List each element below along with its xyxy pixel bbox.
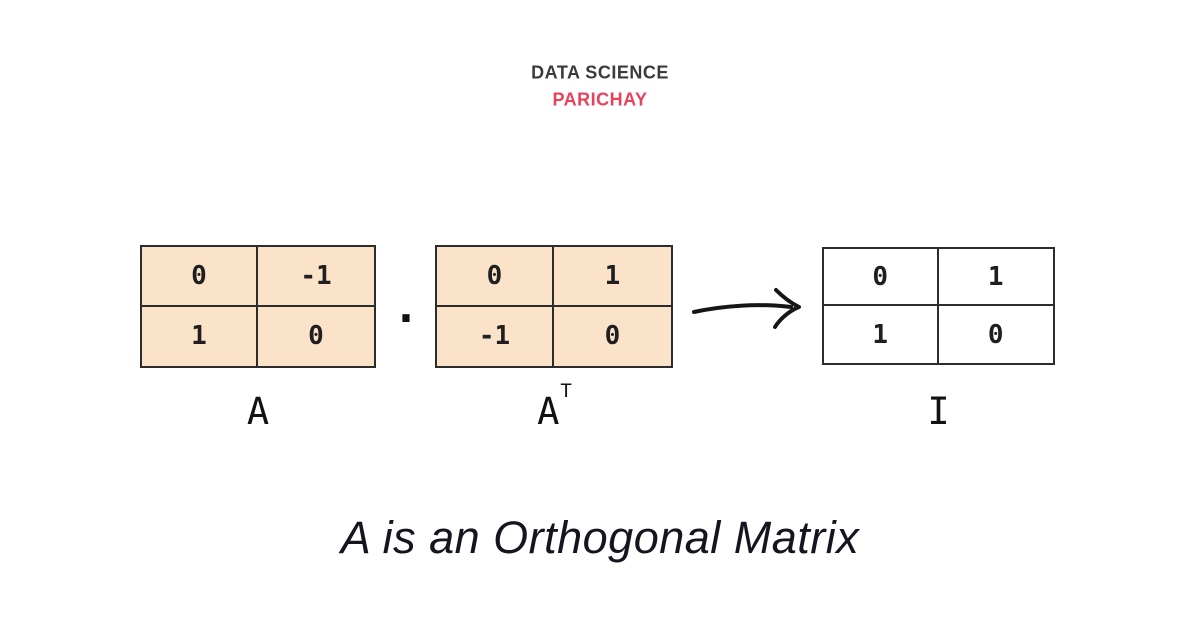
brand-name-line2: PARICHAY xyxy=(552,88,648,110)
matrix-a-transpose-label: AT xyxy=(435,382,673,434)
dot-multiply-operator: . xyxy=(392,281,420,333)
matrix-a-cell-10: 1 xyxy=(142,306,258,366)
matrix-i-cell-10: 1 xyxy=(824,306,939,363)
matrix-i-cell-11: 0 xyxy=(987,319,1004,350)
caption-text: A is an Orthogonal Matrix xyxy=(340,512,860,563)
matrix-identity-label: I xyxy=(927,390,950,433)
matrix-a-transpose: 0 1 -1 0 xyxy=(435,245,673,368)
matrix-a-cell-11: 0 xyxy=(308,321,324,352)
matrix-identity: 0 1 1 0 xyxy=(822,247,1055,365)
matrix-a: 0 -1 1 0 xyxy=(140,245,376,368)
matrix-i-cell-01: 1 xyxy=(938,249,1053,306)
brand-header: DATA SCIENCE PARICHAY xyxy=(0,61,1200,110)
matrix-at-cell-01: 1 xyxy=(554,247,671,307)
matrix-i-cell-00: 0 xyxy=(824,249,939,306)
matrix-a-cell-00: 0 xyxy=(142,247,258,307)
matrix-at-cell-00: 0 xyxy=(437,247,554,307)
matrix-at-cell-10: -1 xyxy=(437,306,554,366)
brand-name-line1: DATA SCIENCE xyxy=(531,61,669,83)
transpose-superscript: T xyxy=(560,380,572,402)
matrix-a-cell-01: -1 xyxy=(258,247,374,307)
matrix-a-label: A xyxy=(246,390,270,433)
matrix-a-transpose-base: A xyxy=(537,390,560,433)
arrow-right-icon xyxy=(690,283,808,331)
matrix-at-cell-11: 0 xyxy=(604,321,621,352)
